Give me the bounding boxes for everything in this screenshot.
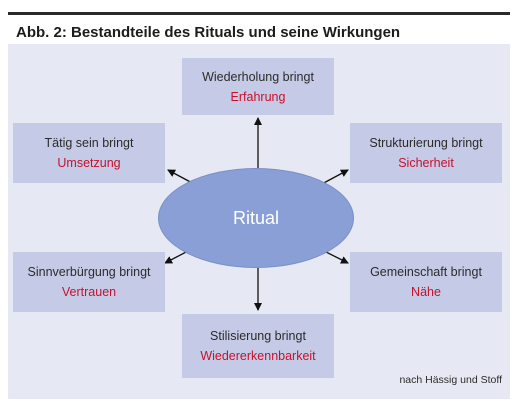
box-top-left: Tätig sein bringt Umsetzung — [13, 123, 165, 183]
box-bottom-right-value: Nähe — [411, 285, 441, 299]
box-bottom-right-text: Gemeinschaft bringt — [370, 265, 482, 279]
box-top-right: Strukturierung bringt Sicherheit — [350, 123, 502, 183]
box-bottom-left: Sinnverbürgung bringt Vertrauen — [13, 252, 165, 312]
box-bottom: Stilisierung bringt Wiedererkennbarkeit — [182, 314, 334, 378]
box-top-right-value: Sicherheit — [398, 156, 454, 170]
title-bar: Abb. 2: Bestandteile des Rituals und sei… — [8, 12, 510, 47]
box-top-left-value: Umsetzung — [57, 156, 121, 170]
box-bottom-text: Stilisierung bringt — [210, 329, 306, 343]
center-label: Ritual — [232, 207, 280, 228]
box-top-value: Erfahrung — [230, 89, 286, 104]
figure-title: Abb. 2: Bestandteile des Rituals und sei… — [16, 24, 401, 41]
center-ellipse: Ritual — [158, 168, 354, 268]
box-top-text: Wiederholung bringt — [202, 69, 314, 84]
box-bottom-left-text: Sinnverbürgung bringt — [27, 265, 151, 279]
box-top-left-text: Tätig sein bringt — [44, 136, 134, 150]
box-bottom-value: Wiedererkennbarkeit — [200, 349, 316, 363]
box-bottom-right: Gemeinschaft bringt Nähe — [350, 252, 502, 312]
source-note: nach Hässig und Stoff — [399, 374, 502, 386]
box-top-right-text: Strukturierung bringt — [369, 136, 483, 150]
box-bottom-left-value: Vertrauen — [61, 285, 117, 299]
box-top: Wiederholung bringt Erfahrung — [182, 58, 334, 115]
